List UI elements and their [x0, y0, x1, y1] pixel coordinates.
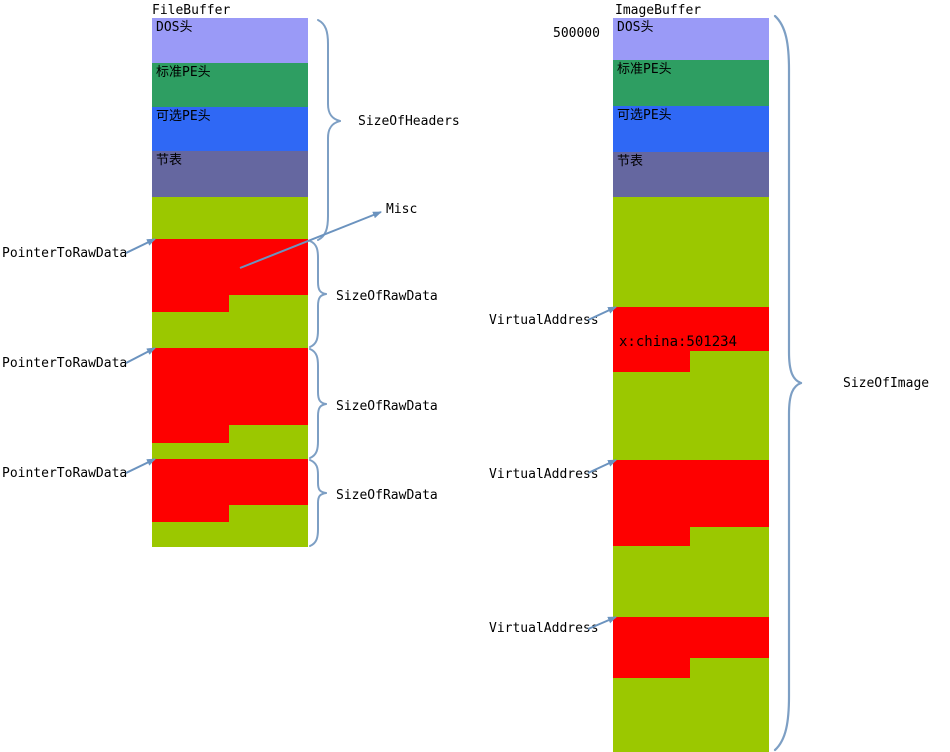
arrow-pointer-to-raw-data-1	[125, 238, 156, 254]
image-buffer-virtual-address-label-2: VirtualAddress	[489, 467, 599, 482]
image-buffer-block-section-table-label: 节表	[617, 154, 644, 169]
arrow-pointer-to-raw-data-3	[125, 458, 156, 474]
file-buffer-section-1-raw-data	[152, 239, 308, 295]
size-of-raw-data-label-2: SizeOfRawData	[336, 399, 438, 414]
image-buffer-section-2-virtual-data-tail	[613, 527, 690, 546]
file-buffer-block-dos-header: DOS头	[152, 18, 308, 63]
file-buffer-block-section-table: 节表	[152, 151, 308, 197]
image-buffer-section-1-virtual-data	[613, 307, 769, 351]
file-buffer-section-2-raw-data-tail	[152, 425, 229, 443]
image-buffer-block-dos-header: DOS头	[613, 18, 769, 60]
brace-size-of-image	[773, 14, 803, 752]
image-buffer-section-1-virtual-data-tail	[613, 351, 690, 372]
file-buffer-section-3-raw-data-tail	[152, 505, 229, 522]
file-buffer-block-optional-pe-header: 可选PE头	[152, 107, 308, 151]
file-buffer-block-optional-pe-header-label: 可选PE头	[156, 109, 211, 124]
image-buffer-block-optional-pe-header: 可选PE头	[613, 106, 769, 152]
file-buffer-title: FileBuffer	[152, 3, 231, 18]
file-buffer-block-dos-header-label: DOS头	[156, 20, 193, 35]
file-buffer-block-standard-pe-header-label: 标准PE头	[156, 65, 211, 80]
image-buffer-section-2-virtual-data	[613, 460, 769, 527]
image-buffer-title: ImageBuffer	[615, 3, 702, 18]
image-buffer-virtual-address-label-3: VirtualAddress	[489, 621, 599, 636]
misc-label: Misc	[386, 202, 418, 217]
size-of-image-label: SizeOfImage	[843, 376, 930, 391]
image-buffer-block-standard-pe-header-label: 标准PE头	[617, 62, 672, 77]
arrow-pointer-to-raw-data-2	[125, 347, 156, 364]
image-buffer-section-note: x:china:501234	[619, 334, 738, 350]
image-buffer-section-3-virtual-data-tail	[613, 658, 690, 678]
brace-size-of-raw-data-1	[309, 240, 327, 348]
file-buffer-block-section-table-label: 节表	[156, 153, 183, 168]
image-buffer-base-address-label: 500000	[553, 26, 600, 41]
brace-size-of-raw-data-3	[309, 459, 327, 547]
brace-size-of-raw-data-2	[309, 348, 327, 459]
image-buffer-section-3-virtual-data	[613, 617, 769, 658]
file-buffer-section-3-raw-data	[152, 459, 308, 505]
image-buffer-virtual-address-label-1: VirtualAddress	[489, 313, 599, 328]
file-buffer-section-2-raw-data	[152, 348, 308, 425]
file-buffer-pointer-to-raw-data-label-2: PointerToRawData	[2, 356, 128, 371]
image-buffer-block-standard-pe-header: 标准PE头	[613, 60, 769, 106]
file-buffer-block-standard-pe-header: 标准PE头	[152, 63, 308, 107]
brace-size-of-headers	[317, 19, 341, 241]
size-of-raw-data-label-3: SizeOfRawData	[336, 488, 438, 503]
file-buffer-pointer-to-raw-data-label-3: PointerToRawData	[2, 466, 128, 481]
size-of-headers-label: SizeOfHeaders	[358, 114, 460, 129]
file-buffer-pointer-to-raw-data-label-1: PointerToRawData	[2, 246, 128, 261]
image-buffer-block-section-table: 节表	[613, 152, 769, 197]
image-buffer-block-dos-header-label: DOS头	[617, 20, 654, 35]
image-buffer-block-optional-pe-header-label: 可选PE头	[617, 108, 672, 123]
file-buffer-section-1-raw-data-tail	[152, 295, 229, 312]
size-of-raw-data-label-1: SizeOfRawData	[336, 289, 438, 304]
